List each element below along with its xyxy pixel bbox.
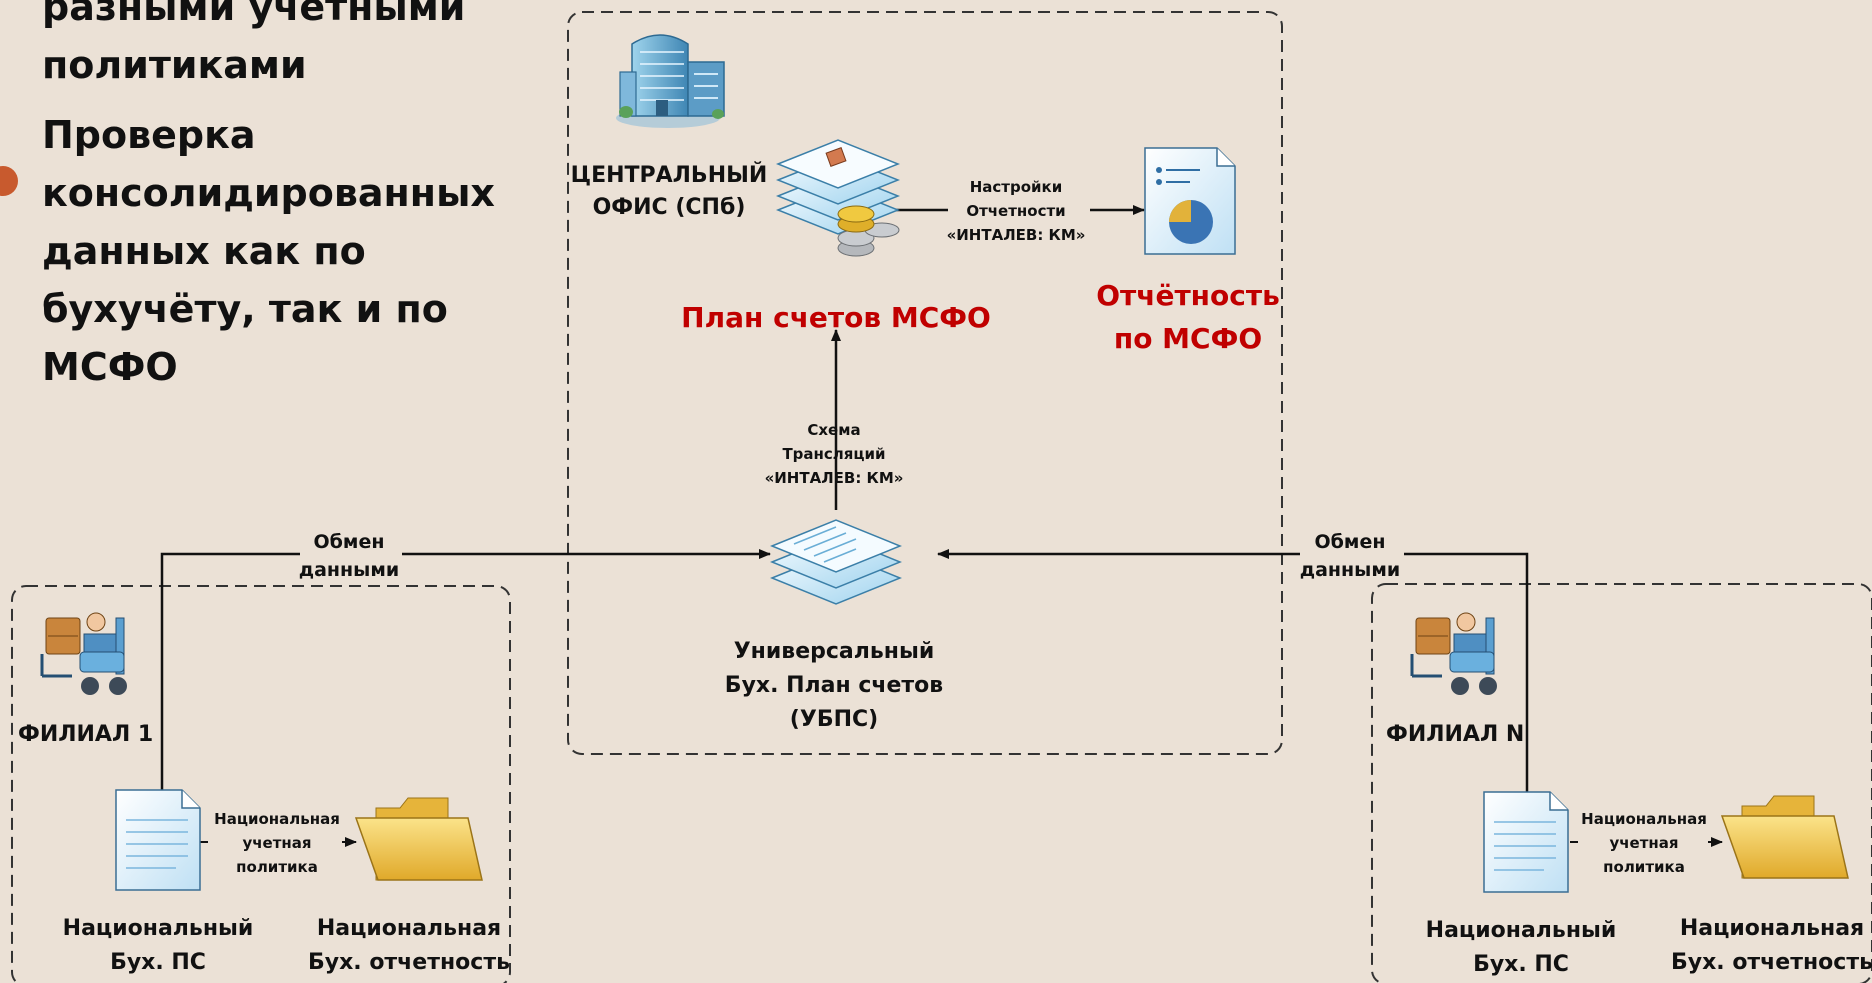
- branch-1-chart-1: Национальный: [63, 916, 254, 941]
- reporting-settings-2: Отчетности: [966, 202, 1065, 220]
- reporting-settings-1: Настройки: [970, 178, 1063, 196]
- bullet-text-block: разными учётными политиками Проверка кон…: [42, 0, 512, 396]
- branch-n-label: ФИЛИАЛ N: [1386, 722, 1524, 747]
- bullet-1-line-2: политиками: [42, 43, 307, 87]
- bullet-2-line-5: МСФО: [42, 345, 178, 389]
- universal-chart-1: Универсальный: [734, 639, 935, 664]
- document-stack-icon: [770, 519, 902, 605]
- forklift-icon-n: [1410, 612, 1497, 695]
- forklift-icon: [40, 612, 127, 695]
- central-office-label-1: ЦЕНТРАЛЬНЫЙ: [571, 162, 768, 188]
- branch-1-policy-1: Национальная: [214, 810, 340, 828]
- branch-1-reporting-1: Национальная: [317, 916, 501, 941]
- national-chart-doc-icon-n: [1483, 791, 1569, 893]
- national-chart-doc-icon: [115, 789, 201, 891]
- translation-scheme-3: «ИНТАЛЕВ: КМ»: [765, 469, 904, 487]
- translation-scheme-2: Трансляций: [782, 445, 885, 463]
- bullet-1-line-1: разными учётными: [42, 0, 466, 29]
- building-icon: [616, 34, 725, 128]
- translation-scheme-1: Схема: [807, 421, 860, 439]
- universal-chart-3: (УБПС): [790, 707, 878, 732]
- bullet-2-lines: Проверка консолидированных данных как по…: [42, 106, 512, 396]
- folder-icon-n: [1720, 795, 1849, 879]
- bullet-1-lines: разными учётными политиками: [42, 0, 512, 94]
- bullet-2-line-3: данных как по: [42, 229, 366, 273]
- branch-n-frame: [1371, 583, 1872, 983]
- bullet-2-line-4: бухучёту, так и по: [42, 287, 448, 331]
- exchange-label-right-1: Обмен: [1315, 531, 1386, 553]
- ifrs-chart-label: План счетов МСФО: [681, 301, 991, 334]
- branch-n-chart-1: Национальный: [1426, 918, 1617, 943]
- exchange-label-right-2: данными: [1300, 559, 1400, 581]
- reporting-settings-3: «ИНТАЛЕВ: КМ»: [947, 226, 1086, 244]
- branch-1-policy-3: политика: [236, 858, 318, 876]
- bullet-marker-icon: [0, 166, 18, 196]
- central-office-frame: [567, 11, 1283, 755]
- branch-1-exchange-line: [160, 552, 300, 795]
- branch-n-reporting-1: Национальная: [1680, 916, 1864, 941]
- branch-1-reporting-2: Бух. отчетность: [308, 950, 510, 975]
- branch-1-policy-2: учетная: [242, 834, 311, 852]
- universal-chart-2: Бух. План счетов: [725, 673, 943, 698]
- branch-n-exchange-line: [1404, 552, 1529, 795]
- branch-1-chart-2: Бух. ПС: [110, 950, 206, 975]
- ifrs-reporting-label-2: по МСФО: [1114, 322, 1262, 355]
- report-document-icon: [1144, 147, 1236, 255]
- branch-1-label: ФИЛИАЛ 1: [18, 722, 153, 747]
- central-office-label-2: ОФИС (СПб): [593, 195, 746, 220]
- exchange-label-left-2: данными: [299, 559, 399, 581]
- branch-n-policy-1: Национальная: [1581, 810, 1707, 828]
- branch-n-policy-2: учетная: [1609, 834, 1678, 852]
- branch-1-frame: [11, 585, 511, 983]
- bullet-2-line-2: консолидированных: [42, 171, 495, 215]
- branch-n-chart-2: Бух. ПС: [1473, 952, 1569, 977]
- ifrs-reporting-label-1: Отчётность: [1096, 279, 1280, 312]
- branch-n-reporting-2: Бух. отчетность: [1671, 950, 1872, 975]
- exchange-label-left-1: Обмен: [314, 531, 385, 553]
- bullet-2-line-1: Проверка: [42, 113, 256, 157]
- branch-n-policy-3: политика: [1603, 858, 1685, 876]
- folder-icon: [354, 797, 483, 881]
- documents-coins-icon: [775, 139, 901, 257]
